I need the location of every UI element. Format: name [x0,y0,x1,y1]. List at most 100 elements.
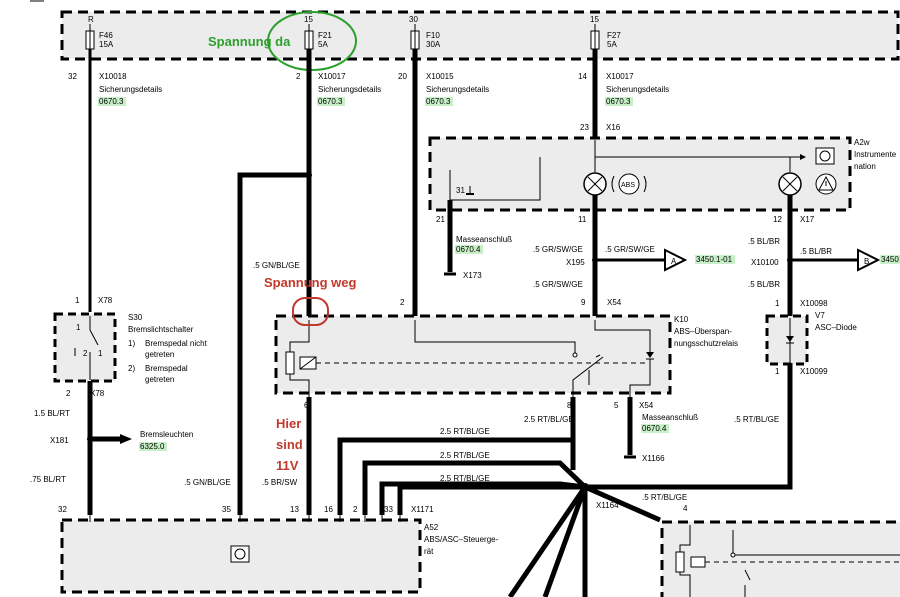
svg-text:2: 2 [296,72,301,81]
connector-arrow-a [664,248,688,272]
svg-text:X10098: X10098 [800,299,828,308]
svg-text:2): 2) [128,364,135,373]
svg-text:2.5 RT/BL/GE: 2.5 RT/BL/GE [440,474,490,483]
svg-text:A: A [671,257,677,266]
svg-text:.5 BL/BR: .5 BL/BR [748,280,780,289]
svg-text:Masseanschluß: Masseanschluß [642,413,698,422]
fuse-f21: 15 F21 5A [304,15,332,50]
svg-text:Bremslichtschalter: Bremslichtschalter [128,325,194,334]
svg-text:3450.1-01: 3450.1-01 [696,255,733,264]
svg-text:nation: nation [854,162,876,171]
svg-text:2.5 RT/BL/GE: 2.5 RT/BL/GE [524,415,574,424]
svg-text:rät: rät [424,547,434,556]
svg-text:1: 1 [775,299,780,308]
svg-text:.5 GR/SW/GE: .5 GR/SW/GE [533,245,583,254]
svg-text:Masseanschluß: Masseanschluß [456,235,512,244]
svg-text:X10015: X10015 [426,72,454,81]
svg-text:2: 2 [66,389,71,398]
svg-text:11: 11 [578,215,587,224]
red-highlight-circle [292,297,329,326]
svg-text:9: 9 [581,298,586,307]
warning-triangle-icon [815,173,837,195]
svg-text:K10: K10 [674,315,689,324]
svg-text:.5 GR/SW/GE: .5 GR/SW/GE [533,280,583,289]
svg-text:11V: 11V [276,458,299,473]
svg-text:X10100: X10100 [751,258,779,267]
svg-text:X1166: X1166 [642,454,665,463]
ecu-steering-icon [230,545,250,563]
svg-text:ABS: ABS [621,182,635,189]
svg-text:X173: X173 [463,271,482,280]
junction-dots [87,172,793,442]
svg-text:16: 16 [324,505,333,514]
svg-text:A52: A52 [424,523,439,532]
annotation-spannung-weg: Spannung weg [264,275,357,290]
fuse-f27-id: F27 [607,31,621,40]
svg-text:Hier: Hier [276,416,301,431]
svg-text:Bremsleuchten: Bremsleuchten [140,430,193,439]
svg-text:Instrumente: Instrumente [854,150,897,159]
svg-text:.5 BL/BR: .5 BL/BR [800,247,832,256]
fuse-f46-rating: 15A [99,40,114,49]
fuse-f10-id: F10 [426,31,440,40]
svg-text:X17: X17 [800,215,815,224]
svg-text:X16: X16 [606,123,621,132]
wire-rt-bl-ge-4 [397,484,585,515]
svg-text:0670.4: 0670.4 [456,245,481,254]
fuse-f21-id: F21 [318,31,332,40]
svg-text:.5 RT/BL/GE: .5 RT/BL/GE [734,415,779,424]
svg-text:12: 12 [773,215,782,224]
svg-text:.5 BR/SW: .5 BR/SW [262,478,298,487]
svg-text:getreten: getreten [145,350,174,359]
ecu-pin-terminals [89,515,401,522]
warning-lamp-2-icon [778,172,802,196]
svg-text:X1171: X1171 [411,505,434,514]
svg-text:Sicherungsdetails: Sicherungsdetails [99,85,162,94]
svg-text:.5 GN/BL/GE: .5 GN/BL/GE [184,478,231,487]
svg-text:X10018: X10018 [99,72,127,81]
svg-text:Bremspedal: Bremspedal [145,364,188,373]
svg-text:31: 31 [456,186,465,195]
svg-text:X54: X54 [639,401,654,410]
fuse-f10-rating: 30A [426,40,441,49]
svg-text:20: 20 [398,72,407,81]
svg-text:21: 21 [436,215,445,224]
warning-lamp-icon [583,172,607,196]
relay-k10-box [274,314,672,395]
svg-text:0670.3: 0670.3 [606,97,631,106]
svg-text:5: 5 [614,401,619,410]
green-highlight-circle [267,11,357,71]
fuse-f27-terminal: 15 [590,15,599,24]
svg-text:X54: X54 [607,298,622,307]
fuse-connectors: 32 X10018 Sicherungsdetails 0670.3 2 X10… [68,72,669,106]
svg-text:2.5 RT/BL/GE: 2.5 RT/BL/GE [440,427,490,436]
svg-text:1: 1 [76,323,81,332]
fuse-f21-terminal: 15 [304,15,313,24]
svg-text:2: 2 [400,298,405,307]
svg-text:6325.0: 6325.0 [140,442,165,451]
svg-text:2: 2 [83,349,88,358]
fuse-f27-rating: 5A [607,40,617,49]
fuse-f10-terminal: 30 [409,15,418,24]
svg-text:X181: X181 [50,436,69,445]
svg-text:1: 1 [98,349,103,358]
svg-text:35: 35 [222,505,231,514]
svg-text:32: 32 [68,72,77,81]
svg-text:1: 1 [75,296,80,305]
svg-text:ABS/ASC–Steuerge-: ABS/ASC–Steuerge- [424,535,499,544]
svg-text:.5 BL/BR: .5 BL/BR [748,237,780,246]
wire-rt-bl-ge-2 [362,460,587,515]
svg-text:33: 33 [384,505,393,514]
svg-text:Sicherungsdetails: Sicherungsdetails [318,85,381,94]
svg-text:0670.3: 0670.3 [426,97,451,106]
svg-text:S30: S30 [128,313,143,322]
svg-text:A2w: A2w [854,138,870,147]
svg-text:14: 14 [578,72,587,81]
fuse-f46-terminal: R [88,15,94,24]
svg-text:Sicherungsdetails: Sicherungsdetails [426,85,489,94]
svg-text:sind: sind [276,437,303,452]
instrument-cluster-box [428,136,852,212]
wire-gn-bl-ge-loop [237,172,309,515]
svg-text:ASC–Diode: ASC–Diode [815,323,857,332]
